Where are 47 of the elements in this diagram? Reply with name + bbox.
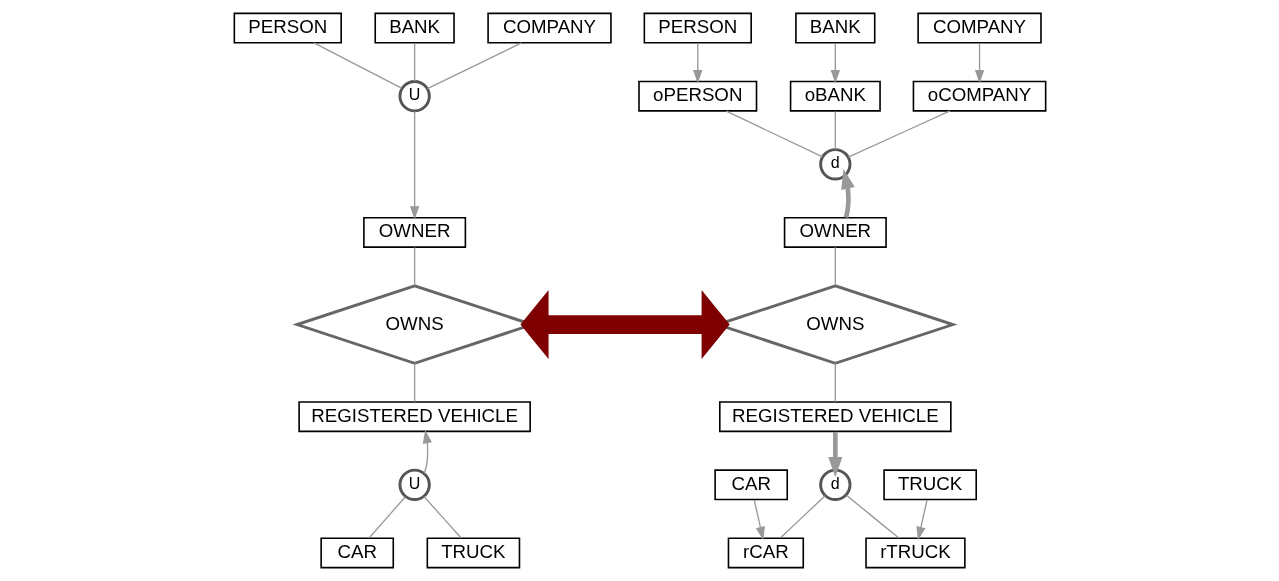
node-box: oCOMPANY bbox=[912, 80, 1046, 112]
node-box: REGISTERED VEHICLE bbox=[297, 401, 531, 433]
node-box: PERSON bbox=[233, 12, 342, 44]
node-circle: d bbox=[818, 148, 851, 181]
arrow bbox=[409, 110, 419, 220]
connector bbox=[847, 110, 951, 158]
node-circle: U bbox=[397, 468, 431, 501]
connector bbox=[368, 496, 406, 539]
connector bbox=[834, 110, 836, 151]
connector bbox=[413, 246, 415, 287]
connector bbox=[312, 42, 402, 89]
arrow bbox=[915, 499, 928, 541]
node-box: rCAR bbox=[727, 537, 804, 569]
connector bbox=[779, 495, 826, 539]
arrow bbox=[840, 168, 855, 219]
arrow bbox=[830, 42, 840, 84]
arrow bbox=[827, 431, 842, 478]
connector bbox=[845, 494, 899, 539]
arrow bbox=[974, 42, 984, 84]
connector bbox=[426, 42, 522, 90]
node-circle: d bbox=[818, 468, 851, 501]
node-box: BANK bbox=[794, 12, 875, 44]
node-box: BANK bbox=[373, 12, 455, 44]
connector bbox=[413, 362, 415, 403]
connector bbox=[834, 362, 836, 403]
node-box: rTRUCK bbox=[864, 537, 966, 569]
connector bbox=[834, 246, 836, 287]
node-box: CAR bbox=[319, 537, 394, 569]
node-box: CAR bbox=[713, 469, 788, 501]
node-box: OWNER bbox=[783, 216, 887, 248]
arrow bbox=[753, 499, 765, 541]
node-box: oPERSON bbox=[637, 80, 757, 112]
arrow bbox=[422, 429, 432, 475]
arrow bbox=[520, 290, 730, 359]
arrow bbox=[692, 42, 702, 84]
node-box: REGISTERED VEHICLE bbox=[718, 401, 952, 433]
connector bbox=[725, 110, 823, 158]
connector bbox=[413, 42, 415, 83]
node-circle: U bbox=[397, 80, 431, 113]
node-box: PERSON bbox=[643, 12, 752, 44]
node-box: TRUCK bbox=[426, 537, 520, 569]
connector bbox=[422, 495, 462, 539]
node-box: COMPANY bbox=[486, 12, 612, 44]
node-box: TRUCK bbox=[882, 469, 977, 501]
node-box: COMPANY bbox=[916, 12, 1042, 44]
node-box: OWNER bbox=[362, 216, 466, 248]
node-box: oBANK bbox=[789, 80, 881, 112]
